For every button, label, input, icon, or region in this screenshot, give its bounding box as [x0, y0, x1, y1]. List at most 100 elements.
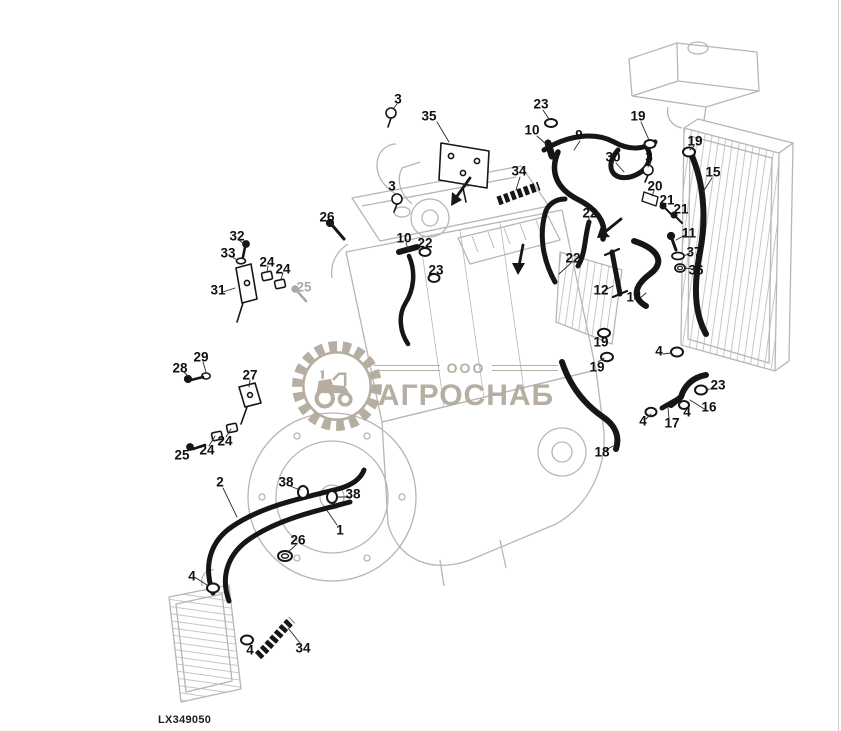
- clip-24-a: [260, 270, 274, 282]
- hose-14: [631, 238, 662, 309]
- clip-3-a: [385, 107, 397, 119]
- bolts: [183, 202, 683, 451]
- hose-heater-top: [541, 133, 658, 153]
- figure-code: LX349050: [158, 714, 212, 726]
- watermark-rule-left: [374, 364, 440, 371]
- ring-4-b: [678, 400, 690, 410]
- part-callout-30: 30: [605, 149, 621, 165]
- part-callout-26: 26: [319, 209, 335, 225]
- clamp-19-mid-a: [597, 327, 611, 339]
- part-callout-27: 27: [242, 367, 258, 383]
- bolt-25-bottom: [186, 443, 194, 451]
- ring-4-a: [644, 406, 658, 418]
- part-callout-24: 24: [259, 254, 275, 270]
- part-callout-38: 38: [278, 474, 294, 490]
- clamp-38-b: [326, 490, 338, 504]
- part-callout-33: 33: [220, 245, 236, 261]
- clip-24-d: [225, 422, 239, 434]
- expansion-tank: [628, 41, 760, 129]
- ring-4-oilcooler: [206, 582, 220, 594]
- part-callout-4: 4: [639, 413, 647, 429]
- part-callout-31: 31: [210, 282, 226, 298]
- watermark-rule-right: [492, 364, 559, 371]
- part-callout-24: 24: [275, 261, 291, 277]
- corrugated-hose-34-bottom: [254, 616, 296, 660]
- part-callout-23: 23: [428, 262, 444, 278]
- part-callout-38: 38: [345, 486, 361, 502]
- part-callout-21: 21: [659, 192, 675, 208]
- page-edge: [838, 0, 839, 731]
- clip-24-c: [210, 430, 224, 442]
- part-callout-23: 23: [710, 377, 726, 393]
- clamp-23-left: [427, 273, 441, 283]
- hose-22-mid: [539, 196, 568, 285]
- part-callout-37: 37: [686, 244, 702, 260]
- part-callout-10: 10: [396, 230, 412, 246]
- part-callout-15: 15: [705, 164, 721, 180]
- clamp-23-top: [544, 118, 558, 128]
- part-callout-24: 24: [217, 433, 233, 449]
- hose-1: [222, 499, 353, 604]
- gear-tractor-icon: [292, 341, 382, 431]
- part-callout-14: 14: [626, 289, 642, 305]
- part-callout-25: 25: [296, 279, 312, 295]
- part-callout-25: 25: [174, 447, 190, 463]
- fitting-10-top: [544, 139, 556, 160]
- brackets-and-bolts: [210, 107, 659, 442]
- part-callout-10: 10: [524, 122, 540, 138]
- washer-33: [235, 257, 247, 265]
- flow-arrows: [451, 176, 623, 275]
- part-callout-12: 12: [593, 282, 609, 298]
- part-callout-18: 18: [594, 444, 610, 460]
- hose-2: [206, 467, 367, 596]
- part-callout-19: 19: [589, 359, 605, 375]
- bracket-20: [641, 191, 659, 207]
- watermark: ООО АГРОСНАБ: [286, 330, 559, 442]
- part-callout-28: 28: [172, 360, 188, 376]
- hose-18: [559, 359, 621, 452]
- part-callout-4: 4: [246, 642, 254, 658]
- part-callout-3: 3: [645, 149, 653, 165]
- part-callout-26: 26: [290, 532, 306, 548]
- part-callout-35: 35: [421, 108, 437, 124]
- clamp-19-right: [682, 146, 696, 158]
- part-callout-23: 23: [533, 96, 549, 112]
- part-callout-3: 3: [388, 178, 396, 194]
- ring-4-right: [670, 346, 684, 358]
- part-callout-11: 11: [681, 225, 697, 241]
- part-callout-29: 29: [193, 349, 209, 365]
- part-callout-36: 36: [688, 262, 704, 278]
- part-callout-9: 9: [575, 127, 583, 143]
- leader-lines: [183, 103, 715, 644]
- part-callout-22: 22: [417, 235, 433, 251]
- clamp-38-a: [297, 485, 309, 499]
- part-callout-34: 34: [511, 163, 527, 179]
- part-callout-2: 2: [216, 474, 224, 490]
- part-callout-19: 19: [593, 334, 609, 350]
- hose-30: [608, 143, 652, 181]
- part-callout-32: 32: [229, 228, 245, 244]
- part-callout-22: 22: [565, 250, 581, 266]
- part-callout-17: 17: [664, 415, 680, 431]
- part-callout-19: 19: [687, 133, 703, 149]
- part-callout-3: 3: [394, 91, 402, 107]
- part-callout-22: 22: [582, 205, 598, 221]
- clamp-19-top: [643, 139, 657, 149]
- bolt-25-muted: [291, 285, 308, 303]
- highlighted-parts: [183, 103, 715, 660]
- part-callout-34: 34: [295, 640, 311, 656]
- washer-37: [671, 251, 685, 261]
- watermark-company-name: АГРОСНАБ: [377, 378, 555, 412]
- clamp-4-bottom: [240, 634, 254, 646]
- tube-12: [609, 249, 623, 297]
- fitting-17: [659, 397, 679, 411]
- part-callout-16: 16: [701, 399, 717, 415]
- watermark-company-type: ООО: [446, 359, 486, 376]
- bracket-35: [438, 142, 490, 189]
- fitting-10-left: [396, 244, 420, 255]
- elbow-16: [668, 372, 709, 408]
- clamp-23-elbow: [694, 384, 708, 396]
- part-callout-19: 19: [630, 108, 646, 124]
